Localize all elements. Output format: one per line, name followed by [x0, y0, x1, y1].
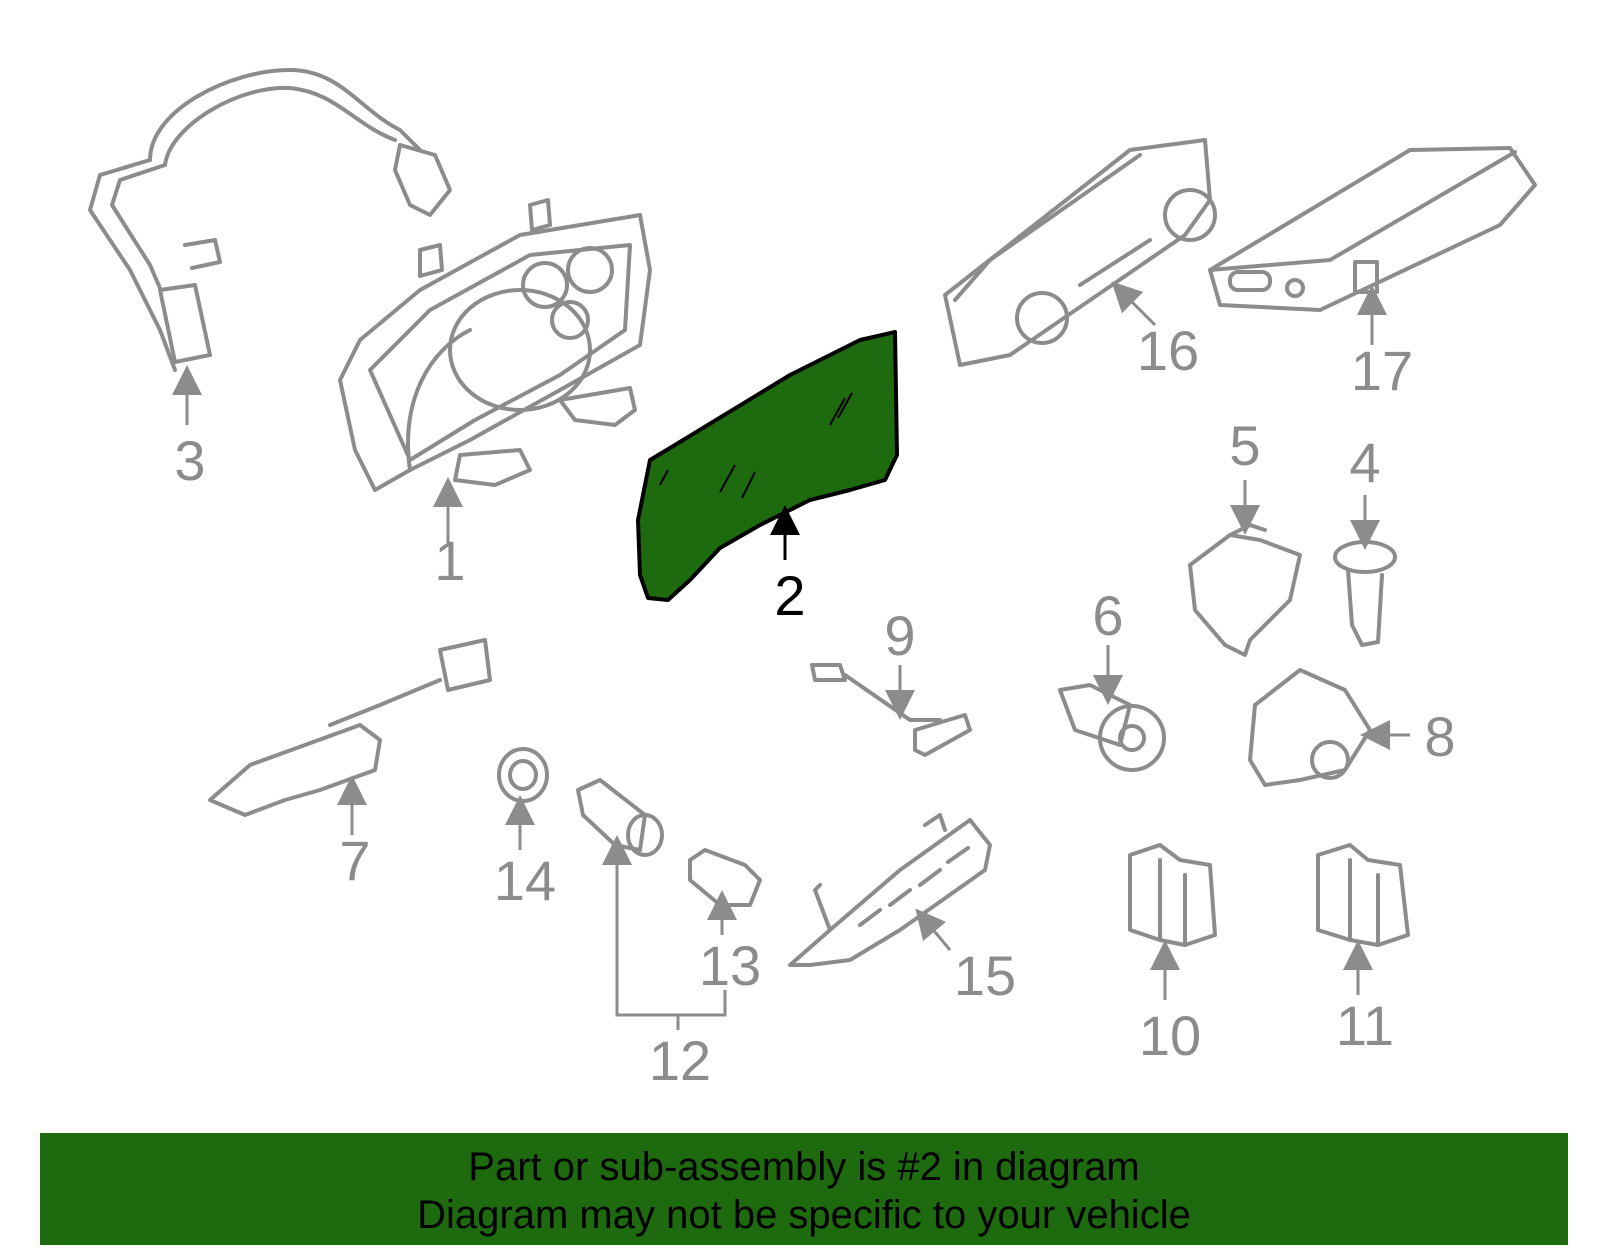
- part-9-wire[interactable]: [810, 663, 972, 757]
- banner-line-disclaimer: Diagram may not be specific to your vehi…: [417, 1193, 1191, 1237]
- callout-3: 3: [174, 429, 205, 492]
- callout-14: 14: [494, 849, 556, 912]
- part-6-switch[interactable]: [1058, 683, 1166, 772]
- part-15-switch-panel[interactable]: [788, 813, 992, 967]
- callout-6: 6: [1092, 584, 1123, 647]
- part-3-harness[interactable]: [88, 68, 452, 372]
- part-14-grommet[interactable]: [497, 747, 549, 803]
- callout-17: 17: [1351, 339, 1413, 402]
- callout-11: 11: [1336, 994, 1394, 1057]
- callout-10: 10: [1139, 1004, 1201, 1067]
- callout-4: 4: [1349, 431, 1380, 494]
- part-17-module[interactable]: [1208, 146, 1537, 312]
- callout-2: 2: [774, 564, 805, 627]
- part-4-clip[interactable]: [1333, 540, 1397, 647]
- part-7-sensor-harness[interactable]: [208, 638, 492, 817]
- banner-line-part: Part or sub-assembly is #2 in diagram: [468, 1145, 1140, 1189]
- part-2-cluster-lens[interactable]: [636, 330, 899, 602]
- part-8-switch-assembly[interactable]: [1248, 668, 1372, 787]
- callout-13: 13: [699, 934, 761, 997]
- part-5-bracket[interactable]: [1188, 523, 1302, 657]
- callout-12: 12: [649, 1029, 711, 1092]
- callout-1: 1: [434, 529, 465, 592]
- callout-5: 5: [1229, 414, 1260, 477]
- part-10-relay[interactable]: [1128, 843, 1217, 947]
- part-1-cluster-housing[interactable]: [338, 198, 652, 492]
- callout-9: 9: [884, 604, 915, 667]
- part-16-climate-control[interactable]: [943, 138, 1217, 367]
- part-11-relay[interactable]: [1316, 843, 1410, 947]
- part-12-socket[interactable]: [576, 778, 664, 857]
- info-banner: Part or sub-assembly is #2 in diagram Di…: [40, 1133, 1568, 1245]
- callout-8: 8: [1424, 705, 1455, 768]
- callout-7: 7: [339, 829, 370, 892]
- callout-16: 16: [1137, 319, 1199, 382]
- callout-15: 15: [954, 944, 1016, 1007]
- part-13-bulb[interactable]: [688, 848, 762, 907]
